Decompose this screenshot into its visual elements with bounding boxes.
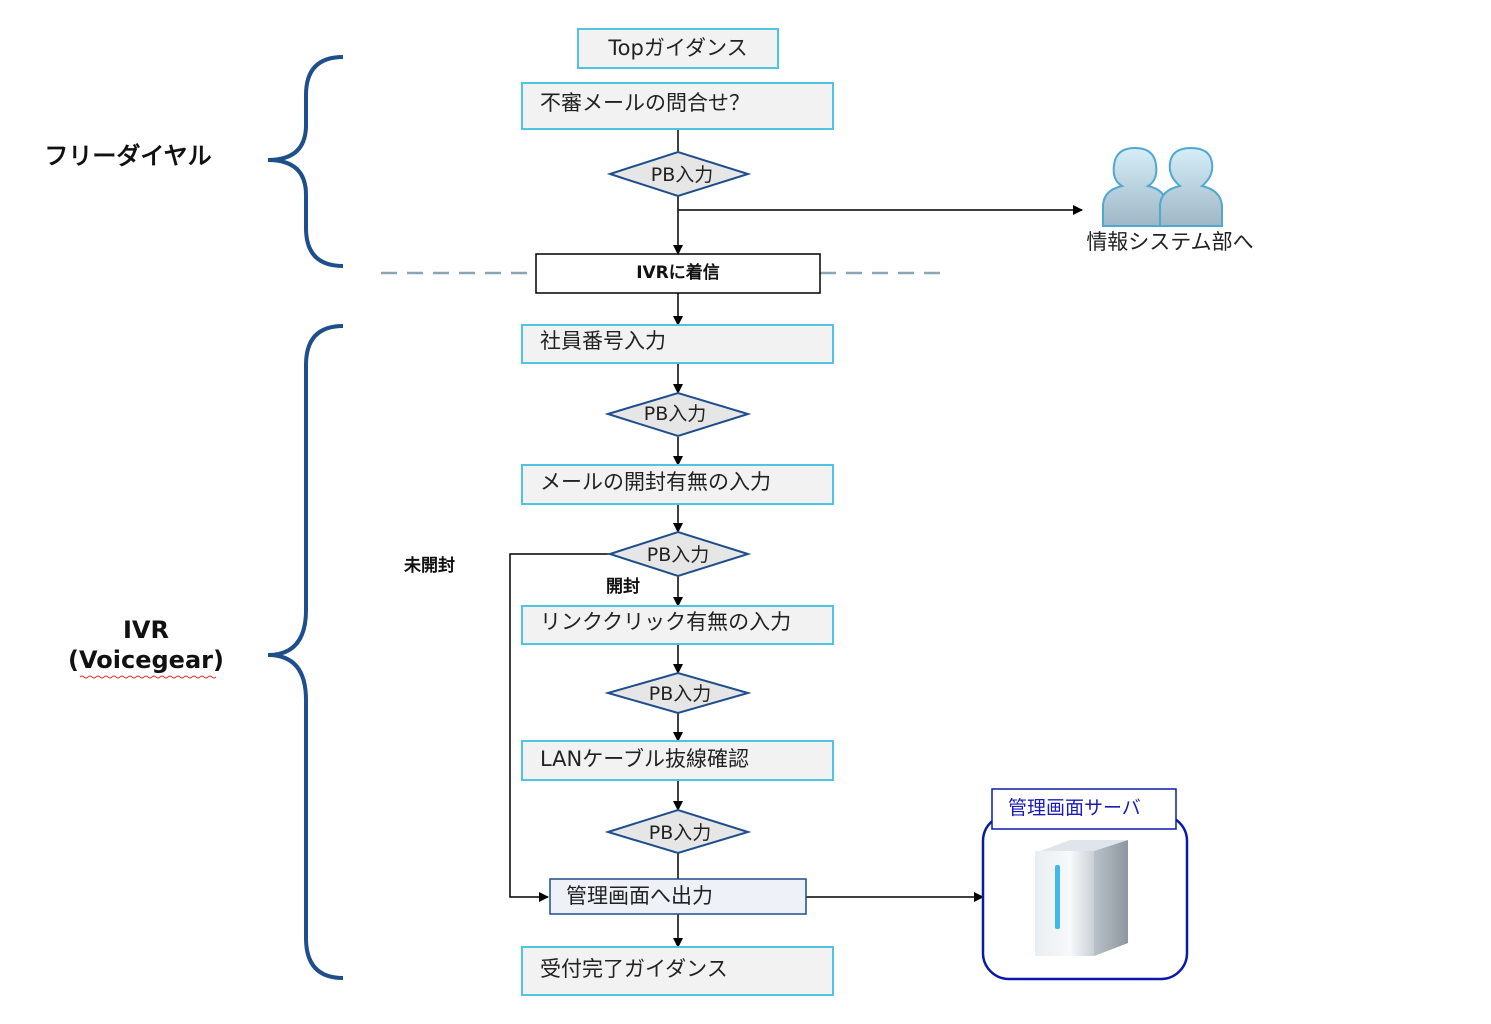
pb-input-text-2: PB入力 <box>644 403 707 425</box>
ivr-label: IVR <box>123 616 169 644</box>
employee-number-text: 社員番号入力 <box>540 329 666 353</box>
pb-input-diamond-4 <box>604 671 752 715</box>
voicegear-label: (Voicegear) <box>68 646 224 674</box>
connectors <box>509 129 1083 948</box>
employee-number-box <box>521 324 834 364</box>
spellcheck-underline <box>79 675 217 679</box>
complete-guidance-text: 受付完了ガイダンス <box>540 957 728 981</box>
top-guidance-text: Topガイダンス <box>607 36 747 60</box>
people-icon <box>1102 146 1223 227</box>
ivr-incoming-box <box>535 253 821 294</box>
server-icon <box>1035 840 1128 956</box>
ivr-incoming-text: IVRに着信 <box>636 262 720 283</box>
pb-input-diamond-2 <box>604 391 752 438</box>
mail-opened-text: メールの開封有無の入力 <box>540 470 771 494</box>
suspicious-mail-text: 不審メールの問合せ？ <box>540 91 750 115</box>
unopened-label: 未開封 <box>403 555 455 576</box>
output-admin-box <box>549 878 807 915</box>
pb-input-text-4: PB入力 <box>649 683 712 705</box>
suspicious-mail-box <box>521 82 834 130</box>
pb-input-diamond-5 <box>604 808 752 855</box>
ivr-bracket <box>267 324 344 980</box>
lan-cable-text: LANケーブル抜線確認 <box>540 747 749 771</box>
opened-label: 開封 <box>606 576 640 597</box>
server-title-box <box>991 788 1177 830</box>
pb-input-text-5: PB入力 <box>649 822 712 844</box>
pb-input-text-1: PB入力 <box>651 164 714 186</box>
link-click-text: リンククリック有無の入力 <box>540 610 791 634</box>
pb-input-diamond-1 <box>606 150 752 198</box>
it-department-text: 情報システム部へ <box>1086 230 1253 254</box>
pb-input-diamond-3 <box>606 530 752 578</box>
server-title-text: 管理画面サーバ <box>1008 797 1141 819</box>
output-admin-text: 管理画面へ出力 <box>566 884 713 908</box>
link-click-box <box>521 605 834 645</box>
lan-cable-box <box>521 740 834 781</box>
pb-input-text-3: PB入力 <box>647 544 710 566</box>
complete-guidance-box <box>521 946 834 996</box>
mail-opened-box <box>521 464 834 505</box>
free-dial-bracket <box>267 55 344 268</box>
free-dial-label: フリーダイヤル <box>44 142 211 170</box>
top-guidance-box <box>577 28 779 69</box>
